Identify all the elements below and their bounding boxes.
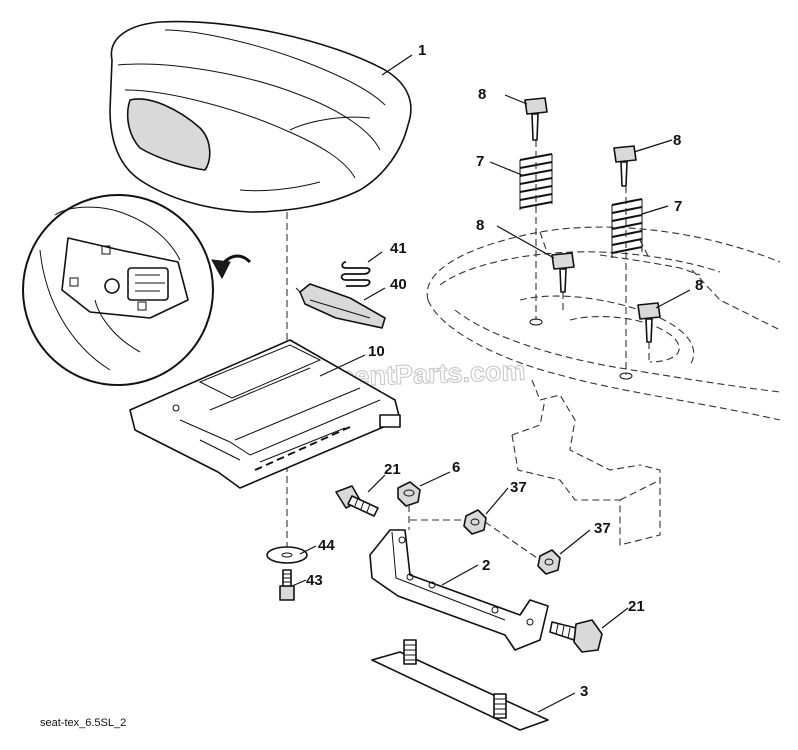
nut-part-6 xyxy=(397,481,421,507)
callout-44: 44 xyxy=(318,537,335,554)
seat-pan-part-10 xyxy=(129,339,401,489)
reference-code: seat-tex_6.5SL_2 xyxy=(40,717,126,729)
detail-arrow xyxy=(211,254,252,280)
callout-7-a: 7 xyxy=(476,153,484,170)
bolt-part-43 xyxy=(279,569,295,601)
seat-pan-slots xyxy=(254,426,351,471)
callout-21-a: 21 xyxy=(384,461,401,478)
callout-3: 3 xyxy=(580,683,588,700)
bolt-part-8-mid-right xyxy=(637,302,661,343)
leader-lines xyxy=(291,54,691,713)
callout-37-b: 37 xyxy=(594,520,611,537)
spring-part-7-right xyxy=(611,198,643,258)
callout-37-a: 37 xyxy=(510,479,527,496)
callout-8-a: 8 xyxy=(478,86,486,103)
bolt-part-21-upper xyxy=(335,485,379,517)
nut-part-37-upper xyxy=(463,509,487,535)
callout-41: 41 xyxy=(390,240,407,257)
bolt-part-8-top-left xyxy=(524,97,548,141)
fender-deck-outline xyxy=(426,226,781,421)
nut-part-37-lower xyxy=(537,549,561,575)
bracket-part-2 xyxy=(369,529,549,651)
seat-part-1 xyxy=(109,20,412,213)
callout-6: 6 xyxy=(452,459,460,476)
spring-part-41 xyxy=(340,261,371,287)
callout-2: 2 xyxy=(482,557,490,574)
callout-43: 43 xyxy=(306,572,323,589)
callout-40: 40 xyxy=(390,276,407,293)
callout-7-b: 7 xyxy=(674,198,682,215)
bolt-part-8-mid-left xyxy=(551,252,575,293)
bolt-part-21-lower xyxy=(549,619,603,653)
callout-21-b: 21 xyxy=(628,598,645,615)
callout-1: 1 xyxy=(418,42,426,59)
bolt-part-8-top-right xyxy=(613,145,637,187)
washer-part-44 xyxy=(266,546,308,564)
callout-8-b: 8 xyxy=(673,132,681,149)
detail-view-circle xyxy=(22,194,214,386)
callout-10: 10 xyxy=(368,343,385,360)
nut-37-axis-lower xyxy=(484,521,541,561)
latch-plate-part-40 xyxy=(295,283,386,329)
callout-8-c: 8 xyxy=(476,217,484,234)
plate-part-3 xyxy=(371,639,549,731)
frame-bracket-outline xyxy=(511,379,661,546)
spring-bolt-axes xyxy=(529,140,650,380)
callout-8-d: 8 xyxy=(695,277,703,294)
